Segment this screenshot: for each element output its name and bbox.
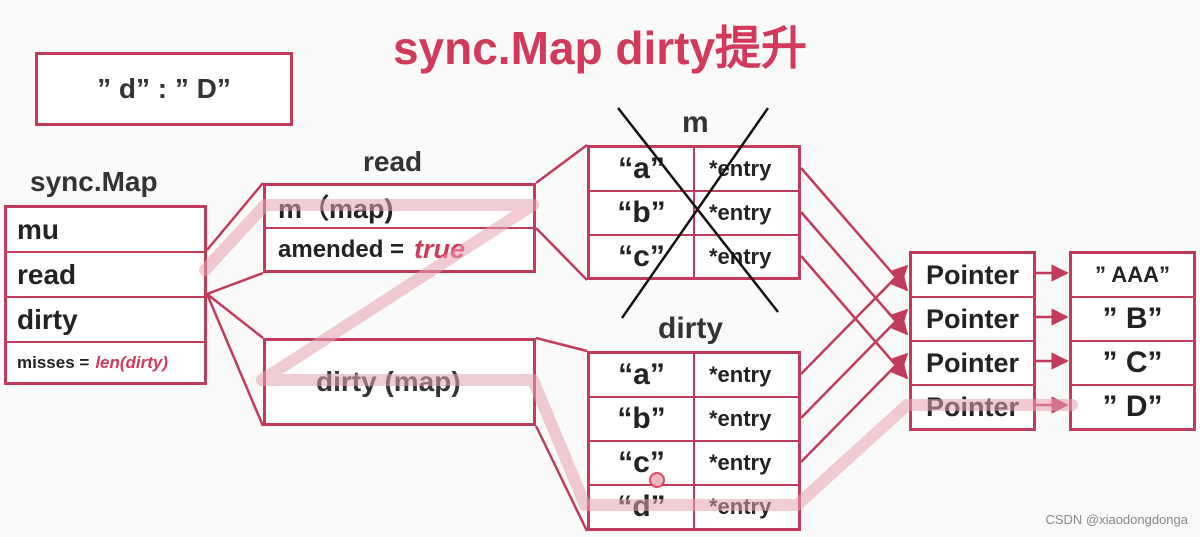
- watermark: CSDN @xiaodongdonga: [1045, 512, 1188, 527]
- field-mu: mu: [7, 208, 204, 253]
- amended-label: amended =: [278, 235, 405, 263]
- read-struct: m（map) amended = true: [263, 183, 536, 273]
- arrow-line: [800, 211, 909, 336]
- connector-line: [206, 293, 264, 339]
- misses-value: len(dirty): [95, 352, 169, 372]
- m-table-label: m: [682, 106, 709, 139]
- cursor-marker: [649, 472, 665, 488]
- connector-line: [535, 336, 588, 353]
- value-cell: ” B”: [1072, 298, 1193, 342]
- connector-line: [534, 425, 589, 532]
- read-field-amended: amended = true: [266, 229, 533, 270]
- dirty-row-key: “b”: [590, 398, 695, 442]
- field-read: read: [7, 253, 204, 298]
- cross-out-line: [620, 107, 770, 319]
- connector-line: [535, 227, 588, 281]
- dirty-value-c: *entry: [709, 450, 772, 475]
- value-table: ” AAA” ” B” ” C” ” D”: [1069, 251, 1196, 431]
- arrow-line: [800, 167, 909, 292]
- value-cell: ” D”: [1072, 386, 1193, 428]
- dirty-key-a: “a”: [618, 358, 665, 391]
- dirty-row-key: “a”: [590, 354, 695, 398]
- connector-line: [205, 293, 265, 427]
- field-mu-label: mu: [17, 213, 59, 245]
- highlight-stroke: [199, 199, 539, 276]
- highlight-strokes: [199, 199, 1078, 511]
- value-label-c: ” C”: [1102, 346, 1163, 379]
- dirty-key-b: “b”: [617, 402, 666, 435]
- field-dirty-label: dirty: [17, 303, 78, 335]
- highlight-stroke: [256, 199, 539, 386]
- dirty-row-value: *entry: [695, 354, 798, 398]
- connector-line: [535, 143, 588, 185]
- value-label-d: ” D”: [1102, 390, 1163, 423]
- value-cell: ” C”: [1072, 342, 1193, 386]
- dirty-value-b: *entry: [709, 406, 772, 431]
- note-box: ” d” : ” D”: [35, 52, 293, 126]
- dirty-row-value: *entry: [695, 442, 798, 486]
- m-value-b: *entry: [709, 200, 772, 225]
- m-row-key: “b”: [590, 192, 695, 236]
- connector-line: [206, 271, 264, 296]
- field-read-label: read: [17, 258, 77, 290]
- arrow-line: [800, 255, 909, 380]
- field-misses: misses = len(dirty): [7, 343, 204, 382]
- page-title: sync.Map dirty提升: [392, 22, 808, 74]
- pointer-label-2: Pointer: [925, 303, 1019, 334]
- highlight-stroke: [256, 374, 1078, 511]
- pointer-cell: Pointer: [912, 342, 1033, 386]
- arrow-line: [800, 308, 909, 419]
- dirty-row-value: *entry: [695, 398, 798, 442]
- value-cell: ” AAA”: [1072, 254, 1193, 298]
- pointer-label-3: Pointer: [925, 347, 1019, 378]
- dirty-table-label: dirty: [658, 312, 724, 345]
- sync-map-label: sync.Map: [30, 166, 158, 197]
- pointer-cell: Pointer: [912, 254, 1033, 298]
- m-key-b: “b”: [617, 196, 666, 229]
- value-label-aaa: ” AAA”: [1095, 262, 1170, 287]
- field-dirty: dirty: [7, 298, 204, 343]
- sync-map-struct: mu read dirty misses = len(dirty): [4, 205, 207, 385]
- arrow-line: [800, 352, 909, 463]
- pointer-label-1: Pointer: [925, 259, 1019, 290]
- misses-label: misses =: [17, 352, 90, 372]
- note-text: ” d” : ” D”: [97, 73, 231, 104]
- m-row-value: *entry: [695, 192, 798, 236]
- value-label-b: ” B”: [1102, 302, 1163, 335]
- m-row-value: *entry: [695, 148, 798, 192]
- connector-line: [206, 182, 264, 251]
- arrow-line: [800, 264, 909, 375]
- m-table: “a” *entry “b” *entry “c” *entry: [587, 145, 801, 280]
- pointer-cell: Pointer: [912, 298, 1033, 342]
- read-label: read: [363, 146, 423, 177]
- m-row-key: “c”: [590, 236, 695, 277]
- dirty-value-a: *entry: [709, 362, 772, 387]
